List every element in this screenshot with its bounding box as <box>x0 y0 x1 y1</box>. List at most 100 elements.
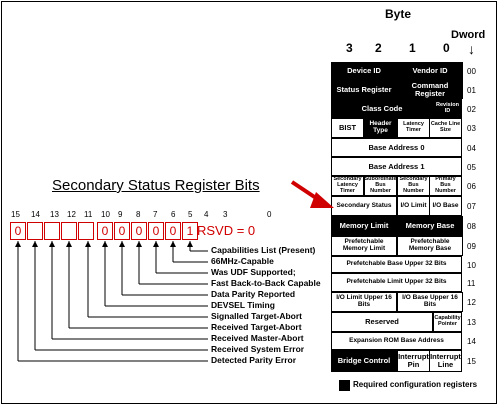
bit-value-box: 1 <box>182 222 198 240</box>
arrow-up-icon <box>49 241 55 247</box>
bit-description: Received System Error <box>211 344 305 354</box>
arrow-up-icon <box>119 241 125 247</box>
bit-description: Capabilities List (Present) <box>211 245 316 255</box>
dword-label: Dword <box>451 29 486 41</box>
byte-number: 0 <box>443 41 450 55</box>
bit-number: 9 <box>118 210 123 219</box>
dword-number: 15 <box>467 357 476 366</box>
dword-arrow-icon: ↓ <box>468 41 475 57</box>
register-cell: I/O Limit <box>397 196 430 216</box>
bit-number: 7 <box>153 210 158 219</box>
register-cell: Primary Bus Number <box>429 176 462 196</box>
arrow-up-icon <box>153 241 159 247</box>
register-cell: Interrupt Line <box>429 350 462 372</box>
bit-value-box: 0 <box>131 222 147 240</box>
register-cell: BIST <box>331 118 364 138</box>
bit-value-box: 0 <box>10 222 26 240</box>
register-cell: Status Register <box>331 80 397 99</box>
bit-number: 13 <box>50 210 59 219</box>
bit-description: Received Target-Abort <box>211 322 302 332</box>
left-title: Secondary Status Register Bits <box>52 177 260 194</box>
byte-number: 2 <box>375 41 382 55</box>
register-cell: Device ID <box>331 62 397 80</box>
register-cell: Prefetchable Base Upper 32 Bits <box>331 256 462 273</box>
arrow-up-icon <box>66 241 72 247</box>
dword-number: 08 <box>467 222 476 231</box>
bit-description: 66MHz-Capable <box>211 256 274 266</box>
register-cell: Secondary Latency Timer <box>331 176 364 196</box>
reserved-label: RSVD = 0 <box>197 223 256 238</box>
bit-description: Received Master-Abort <box>211 333 304 343</box>
register-cell: Capability Pointer <box>433 312 462 332</box>
bit-number: 8 <box>136 210 141 219</box>
dword-number: 07 <box>467 202 476 211</box>
dword-number: 00 <box>467 67 476 76</box>
arrow-up-icon <box>15 241 21 247</box>
dword-number: 06 <box>467 182 476 191</box>
bit-number: 15 <box>11 210 20 219</box>
register-cell: Prefetchable Limit Upper 32 Bits <box>331 273 462 292</box>
bit-value-box <box>27 222 43 240</box>
register-cell: Subordinate Bus Number <box>364 176 397 196</box>
register-cell: Memory Limit <box>331 216 397 236</box>
bit-number: 6 <box>171 210 176 219</box>
register-cell: I/O Base <box>429 196 462 216</box>
bit-description: DEVSEL Timing <box>211 300 275 310</box>
bit-number: 3 <box>223 210 228 219</box>
dword-number: 11 <box>467 279 476 288</box>
register-cell: Base Address 0 <box>331 138 462 157</box>
arrow-up-icon <box>187 241 193 247</box>
register-cell: Memory Base <box>397 216 463 236</box>
bit-number: 14 <box>31 210 40 219</box>
register-cell: Prefetchable Memory Base <box>397 236 463 256</box>
register-cell: Revision ID <box>433 99 462 118</box>
register-cell: Expansion ROM Base Address <box>331 332 462 350</box>
dword-number: 04 <box>467 144 476 153</box>
dword-number: 02 <box>467 105 476 114</box>
register-cell: Vendor ID <box>397 62 463 80</box>
register-cell: Base Address 1 <box>331 157 462 176</box>
bit-description: Fast Back-to-Back Capable <box>211 278 321 288</box>
register-cell: Command Register <box>397 80 463 99</box>
byte-label: Byte <box>385 7 412 21</box>
arrow-up-icon <box>85 241 91 247</box>
bit-value-box: 0 <box>148 222 164 240</box>
dword-number: 01 <box>467 86 476 95</box>
bit-value-box: 0 <box>165 222 181 240</box>
bit-number: 4 <box>204 210 209 219</box>
register-cell: I/O Limit Upper 16 Bits <box>331 292 397 312</box>
red-pointer-arrow-icon <box>290 180 334 208</box>
register-cell: Bridge Control <box>331 350 397 372</box>
dword-number: 09 <box>467 242 476 251</box>
dword-number: 14 <box>467 337 476 346</box>
bit-value-box: 0 <box>114 222 130 240</box>
bit-description: Signalled Target-Abort <box>211 311 302 321</box>
legend-label: Required configuration registers <box>353 380 478 389</box>
bit-number: 0 <box>267 210 272 219</box>
dword-number: 03 <box>467 124 476 133</box>
register-cell: Prefetchable Memory Limit <box>331 236 397 256</box>
arrow-up-icon <box>102 241 108 247</box>
byte-number: 1 <box>409 41 416 55</box>
register-cell: Interrupt Pin <box>397 350 430 372</box>
register-cell: Header Type <box>364 118 397 138</box>
bit-value-box <box>78 222 94 240</box>
legend-swatch <box>339 380 350 391</box>
bit-value-box <box>44 222 60 240</box>
arrow-up-icon <box>32 241 38 247</box>
dword-number: 12 <box>467 298 476 307</box>
byte-number: 3 <box>346 41 353 55</box>
bit-number: 12 <box>67 210 76 219</box>
bit-value-box <box>61 222 77 240</box>
bit-value-box: 0 <box>97 222 113 240</box>
register-cell: Reserved <box>331 312 433 332</box>
bit-number: 5 <box>188 210 193 219</box>
register-cell: Secondary Bus Number <box>397 176 430 196</box>
dword-number: 10 <box>467 261 476 270</box>
register-cell: Secondary Status <box>331 196 397 216</box>
bit-number: 10 <box>101 210 110 219</box>
register-cell: Cache Line Size <box>429 118 462 138</box>
